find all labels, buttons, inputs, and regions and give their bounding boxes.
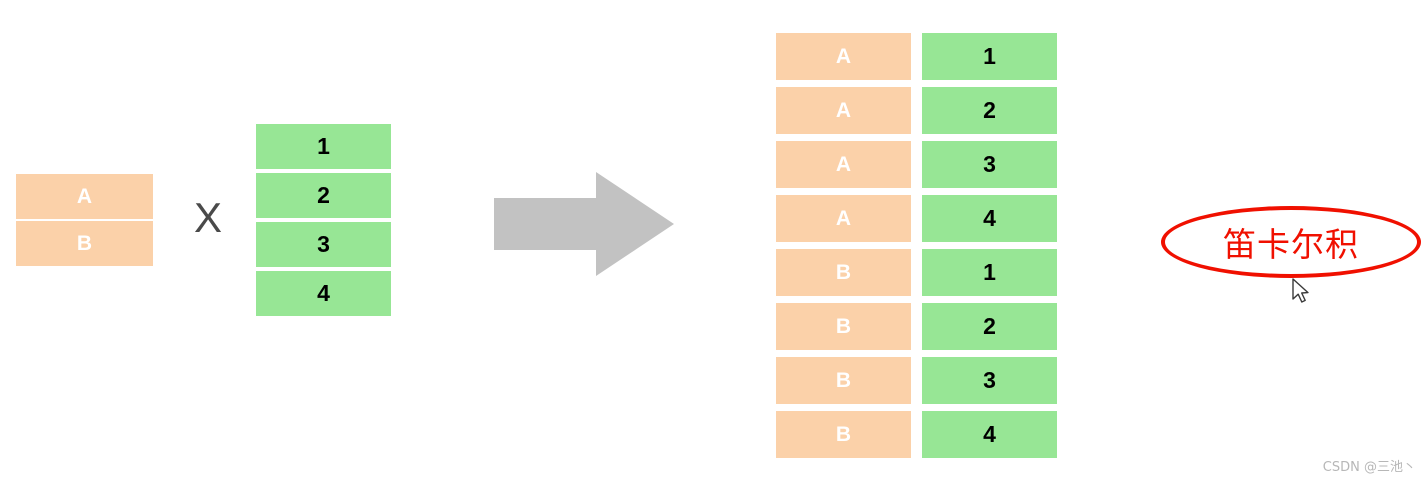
right-operand-cell: 4: [256, 271, 391, 316]
table-row: A 3: [776, 141, 1058, 188]
annotation-callout: 笛卡尔积: [1161, 206, 1421, 278]
result-left-cell: B: [776, 249, 911, 296]
result-right-cell: 3: [922, 357, 1057, 404]
mouse-cursor-icon: [1292, 278, 1314, 308]
table-row: B 1: [776, 249, 1058, 296]
right-operand-cell: 2: [256, 173, 391, 218]
right-operand-cell: 3: [256, 222, 391, 267]
right-operand-cell: 1: [256, 124, 391, 169]
result-right-cell: 1: [922, 33, 1057, 80]
csdn-watermark: CSDN @三池丶: [1322, 460, 1416, 475]
table-row: A 1: [776, 33, 1058, 80]
result-left-cell: B: [776, 411, 911, 458]
table-row: B 4: [776, 411, 1058, 458]
table-row: B 3: [776, 357, 1058, 404]
result-right-cell: 2: [922, 87, 1057, 134]
table-row: A 4: [776, 195, 1058, 242]
left-operand-cell: B: [16, 221, 153, 266]
table-row: B 2: [776, 303, 1058, 350]
result-right-cell: 4: [922, 411, 1057, 458]
result-left-cell: A: [776, 33, 911, 80]
left-operand-cell: A: [16, 174, 153, 219]
result-right-cell: 4: [922, 195, 1057, 242]
result-left-cell: B: [776, 303, 911, 350]
result-left-cell: A: [776, 87, 911, 134]
right-arrow-icon: [494, 172, 674, 276]
table-row: A 2: [776, 87, 1058, 134]
result-right-cell: 2: [922, 303, 1057, 350]
cross-product-operator-icon: X: [193, 194, 222, 241]
result-right-cell: 1: [922, 249, 1057, 296]
result-left-cell: A: [776, 141, 911, 188]
ellipse-highlight-icon: [1161, 206, 1421, 278]
annotation-label: 笛卡尔积: [1223, 225, 1359, 264]
result-left-cell: B: [776, 357, 911, 404]
result-left-cell: A: [776, 195, 911, 242]
result-right-cell: 3: [922, 141, 1057, 188]
